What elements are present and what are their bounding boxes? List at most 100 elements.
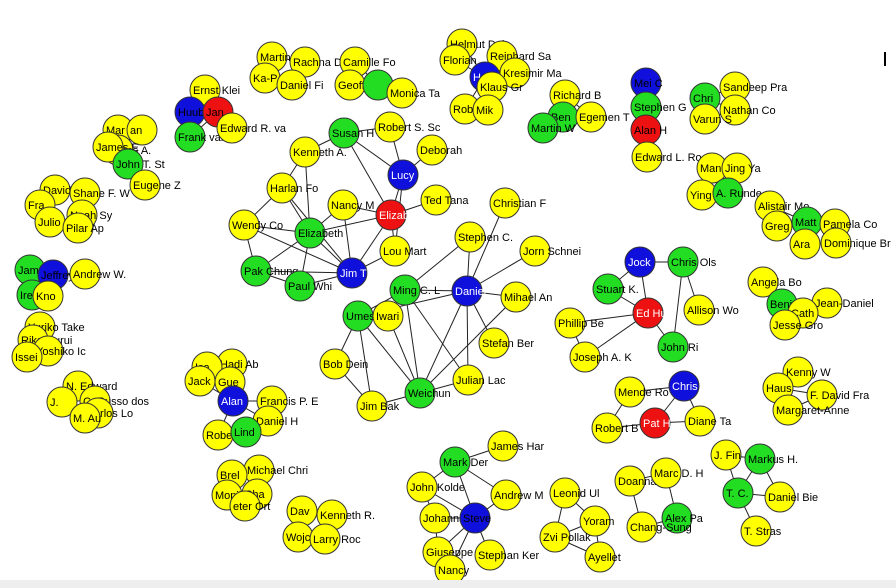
- graph-node[interactable]: Kenneth A.: [289, 136, 347, 168]
- graph-node[interactable]: Zvi Pollak: [539, 521, 591, 553]
- graph-node[interactable]: James Har: [487, 430, 545, 462]
- graph-node[interactable]: Lind: [230, 416, 262, 448]
- graph-node[interactable]: Monica Ta: [386, 77, 441, 109]
- node-circle[interactable]: [356, 390, 388, 422]
- node-circle[interactable]: [266, 172, 298, 204]
- graph-node[interactable]: Nancy M: [327, 189, 374, 221]
- graph-node[interactable]: Lucy: [387, 159, 419, 191]
- node-circle[interactable]: [667, 246, 699, 278]
- node-circle[interactable]: [284, 270, 316, 302]
- node-circle[interactable]: [744, 443, 776, 475]
- graph-node[interactable]: Ara: [789, 228, 821, 260]
- graph-node[interactable]: Klaus Gr: [476, 71, 523, 103]
- graph-node[interactable]: Robert B: [591, 412, 638, 444]
- node-circle[interactable]: [228, 209, 260, 241]
- node-circle[interactable]: [554, 307, 586, 339]
- graph-node[interactable]: Pak Chung: [240, 255, 298, 287]
- node-circle[interactable]: [487, 430, 519, 462]
- graph-node[interactable]: John T. St: [112, 148, 165, 180]
- node-circle[interactable]: [416, 134, 448, 166]
- graph-node[interactable]: Robert S. Sc: [374, 111, 441, 143]
- node-circle[interactable]: [500, 281, 532, 313]
- node-circle[interactable]: [661, 502, 693, 534]
- graph-node[interactable]: Daniel Bie: [764, 481, 818, 513]
- node-circle[interactable]: [174, 121, 206, 153]
- graph-node[interactable]: Markus H.: [744, 443, 798, 475]
- node-circle[interactable]: [519, 235, 551, 267]
- graph-node[interactable]: Jorn Schnei: [519, 235, 581, 267]
- node-circle[interactable]: [452, 364, 484, 396]
- graph-node[interactable]: Stephen G: [630, 91, 687, 123]
- graph-node[interactable]: Martin W: [527, 112, 576, 144]
- graph-node[interactable]: Margaret-Anne: [772, 394, 849, 426]
- graph-node[interactable]: Julio: [34, 206, 66, 238]
- graph-node[interactable]: Jim Th: [336, 257, 373, 289]
- node-circle[interactable]: [683, 294, 715, 326]
- node-circle[interactable]: [419, 502, 451, 534]
- node-circle[interactable]: [650, 457, 682, 489]
- node-circle[interactable]: [69, 402, 101, 434]
- node-circle[interactable]: [406, 471, 438, 503]
- node-circle[interactable]: [327, 189, 359, 221]
- graph-node[interactable]: A. Runde: [712, 177, 762, 209]
- node-circle[interactable]: [126, 114, 158, 146]
- node-circle[interactable]: [328, 117, 360, 149]
- node-circle[interactable]: [820, 227, 852, 259]
- graph-node[interactable]: Dominique Br: [820, 227, 891, 259]
- graph-node[interactable]: Pat H: [639, 407, 671, 439]
- graph-node[interactable]: Ming C. L: [389, 274, 440, 306]
- graph-node[interactable]: Stefan Ber: [478, 327, 534, 359]
- graph-node[interactable]: Wendy Co: [228, 209, 283, 241]
- node-circle[interactable]: [420, 184, 452, 216]
- graph-node[interactable]: Alan: [217, 385, 249, 417]
- graph-node[interactable]: Elizab: [375, 199, 409, 231]
- node-circle[interactable]: [439, 446, 471, 478]
- node-circle[interactable]: [639, 407, 671, 439]
- graph-node[interactable]: Bob Dein: [319, 348, 368, 380]
- graph-node[interactable]: Jing Ya: [721, 152, 762, 184]
- node-circle[interactable]: [614, 465, 646, 497]
- graph-node[interactable]: Issei: [11, 341, 43, 373]
- node-circle[interactable]: [112, 148, 144, 180]
- node-circle[interactable]: [375, 199, 407, 231]
- graph-node[interactable]: Ying: [686, 179, 718, 211]
- node-circle[interactable]: [216, 112, 248, 144]
- graph-node[interactable]: Ka-P: [249, 62, 281, 94]
- graph-node[interactable]: Julian Lac: [452, 364, 506, 396]
- graph-node[interactable]: Sandeep Pra: [719, 71, 788, 103]
- graph-node[interactable]: T. C.: [722, 477, 754, 509]
- node-circle[interactable]: [69, 258, 101, 290]
- graph-node[interactable]: Umesh: [342, 300, 381, 332]
- graph-node[interactable]: Chris: [668, 370, 700, 402]
- node-circle[interactable]: [374, 111, 406, 143]
- graph-node[interactable]: Mende Ro: [614, 376, 669, 408]
- graph-node[interactable]: Stephen C.: [454, 221, 513, 253]
- node-circle[interactable]: [591, 412, 623, 444]
- graph-node[interactable]: Steve: [459, 502, 491, 534]
- graph-node[interactable]: Kenneth R.: [316, 499, 375, 531]
- graph-node[interactable]: Joseph A. K: [569, 341, 632, 373]
- graph-node[interactable]: Varun S: [689, 103, 732, 135]
- graph-node[interactable]: Camille Fo: [339, 46, 396, 78]
- node-circle[interactable]: [276, 69, 308, 101]
- node-circle[interactable]: [657, 331, 689, 363]
- node-circle[interactable]: [569, 341, 601, 373]
- node-circle[interactable]: [539, 521, 571, 553]
- graph-node[interactable]: Chris Ols: [667, 246, 717, 278]
- node-circle[interactable]: [230, 416, 262, 448]
- node-circle[interactable]: [624, 246, 656, 278]
- graph-node[interactable]: Jock: [624, 246, 656, 278]
- graph-node[interactable]: Florian: [439, 44, 477, 76]
- graph-node[interactable]: an: [126, 114, 158, 146]
- graph-node[interactable]: Stephan Ker: [474, 539, 539, 571]
- graph-node[interactable]: Dav: [286, 495, 318, 527]
- node-circle[interactable]: [451, 275, 483, 307]
- graph-node[interactable]: Pilar Ap: [62, 212, 104, 244]
- node-circle[interactable]: [474, 539, 506, 571]
- graph-node[interactable]: Eugene Z: [129, 169, 181, 201]
- graph-node[interactable]: Yoram: [579, 505, 614, 537]
- graph-node[interactable]: Phillip Be: [554, 307, 604, 339]
- node-circle[interactable]: [92, 131, 124, 163]
- node-circle[interactable]: [710, 439, 742, 471]
- graph-node[interactable]: Diane Ta: [684, 405, 732, 437]
